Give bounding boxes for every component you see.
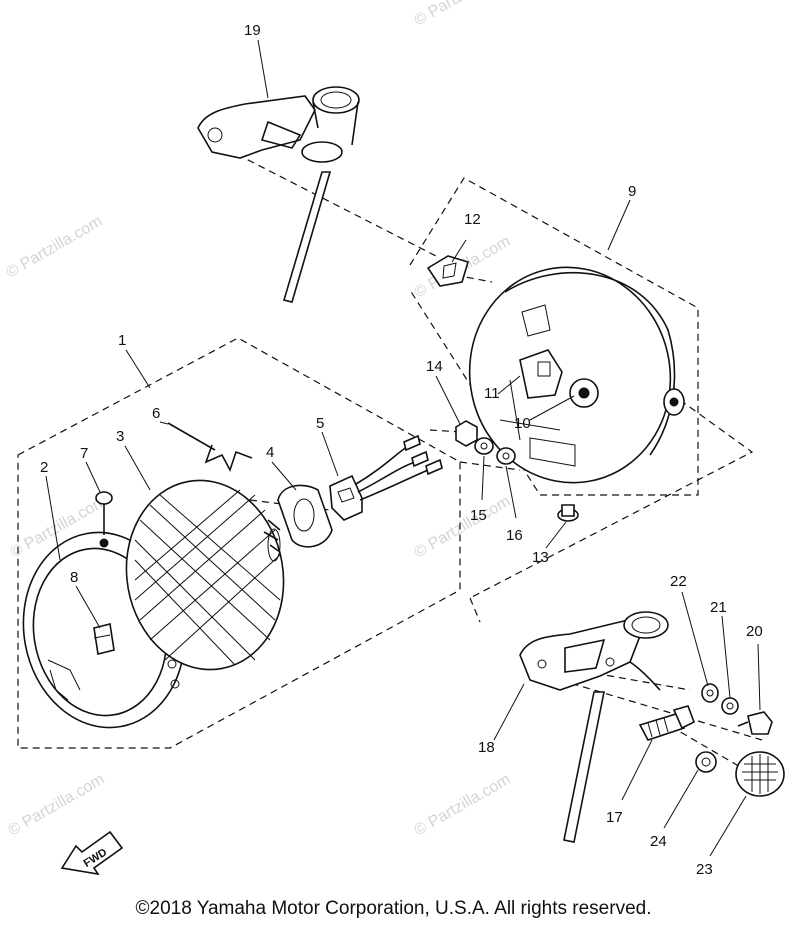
callout-21: 21 <box>710 599 727 616</box>
long-bolt <box>638 705 696 741</box>
callout-15: 15 <box>470 507 487 524</box>
callout-8: 8 <box>70 569 78 586</box>
callout-10: 10 <box>514 415 531 432</box>
callout-13: 13 <box>532 549 549 566</box>
callout-4: 4 <box>266 444 274 461</box>
headlight-lens <box>125 479 285 671</box>
grommet <box>426 255 469 287</box>
housing-group-outline <box>409 177 699 496</box>
callout-3: 3 <box>116 428 124 445</box>
forward-arrow: FWD <box>60 830 124 876</box>
callout-6: 6 <box>152 405 160 422</box>
rim-clip <box>93 623 115 655</box>
callout-19: 19 <box>244 22 261 39</box>
socket-cover <box>263 484 333 553</box>
callout-18: 18 <box>478 739 495 756</box>
callout-20: 20 <box>746 623 763 640</box>
watermark: © Partzilla.com <box>412 493 514 562</box>
watermark: © Partzilla.com <box>4 213 106 282</box>
callout-16: 16 <box>506 527 523 544</box>
callout-12: 12 <box>464 211 481 228</box>
callout-2: 2 <box>40 459 48 476</box>
cap-and-washer <box>695 751 785 797</box>
callout-23: 23 <box>696 861 713 878</box>
upper-bracket <box>197 86 360 303</box>
callout-11: 11 <box>484 385 500 402</box>
watermark: © Partzilla.com <box>412 0 514 29</box>
callout-17: 17 <box>606 809 623 826</box>
headlight-housing <box>468 266 685 484</box>
callout-14: 14 <box>426 358 443 375</box>
callout-22: 22 <box>670 573 687 590</box>
copyright-notice: ©2018 Yamaha Motor Corporation, U.S.A. A… <box>135 898 652 919</box>
watermark: © Partzilla.com <box>6 771 108 840</box>
bracket-bolt-and-washers <box>701 683 773 735</box>
spring <box>167 422 253 473</box>
nut-and-washers <box>455 420 516 465</box>
rim-screw <box>95 491 113 535</box>
callout-numbers: 19 12 9 1 6 3 2 7 8 4 5 14 11 10 15 16 1… <box>40 22 763 878</box>
callout-7: 7 <box>80 445 88 462</box>
bulb-socket <box>329 434 443 521</box>
callout-24: 24 <box>650 833 667 850</box>
leader-lines <box>45 39 761 857</box>
lower-bracket <box>519 611 669 843</box>
callout-5: 5 <box>316 415 324 432</box>
screw <box>557 504 579 522</box>
watermark: © Partzilla.com <box>412 771 514 840</box>
callout-9: 9 <box>628 183 636 200</box>
callout-1: 1 <box>118 332 126 349</box>
